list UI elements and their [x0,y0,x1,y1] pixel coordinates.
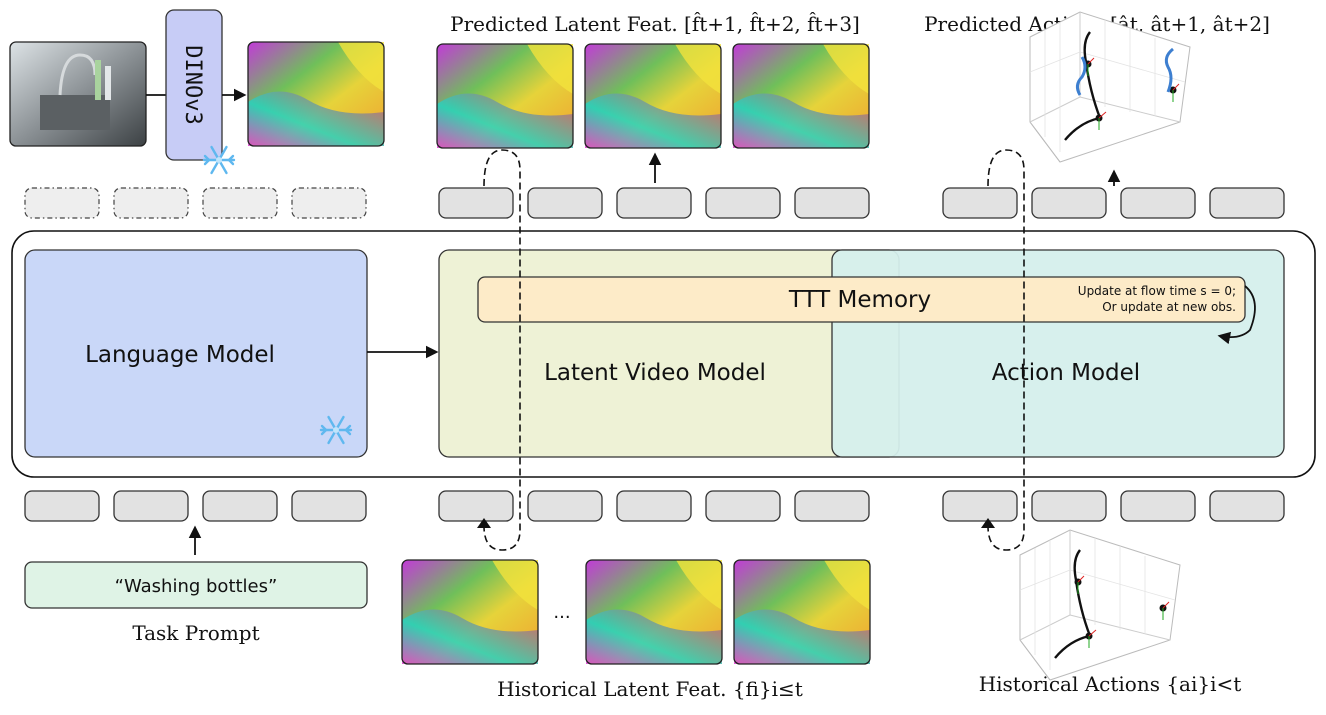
ellipsis: ... [553,602,570,623]
predicted-trajectory [1164,47,1174,93]
language-model-label: Language Model [85,342,275,368]
predicted-feature-map [732,43,870,149]
historical-feature-map [733,559,871,665]
dashed-loop-arrow [483,149,521,551]
dino-label: DINOv3 [180,45,205,124]
dashed-loop-arrow [987,149,1025,551]
historical-actions-caption: Historical Actions {ai}i<t [979,672,1242,696]
latent-video-model-label: Latent Video Model [544,360,766,386]
predicted-feature-map [436,43,574,149]
upper-action-token-row [942,187,1285,219]
task-prompt-box: “Washing bottles” [24,561,368,609]
predicted-feature-map [584,43,722,149]
ttt-memory-label: TTT Memory [788,287,931,313]
dashed-token-row [24,187,367,219]
update-rule-line1: Update at flow time s = 0; [1078,284,1236,298]
task-prompt-caption: Task Prompt [132,621,259,645]
historical-feature-map [401,559,539,665]
lower-language-token-row [24,490,367,522]
model-container [11,230,1316,478]
memory-update-loop-arrow [1217,285,1256,345]
update-rule-line2: Or update at new obs. [1102,300,1236,314]
historical-actions-plot [1018,528,1182,682]
language-model-block: Language Model [24,249,368,458]
ttt-memory-block: TTT Memory Update at flow time s = 0; Or… [477,276,1246,323]
input-image [9,41,147,147]
lower-action-token-row [942,490,1285,522]
lower-video-token-row [438,490,870,522]
dino-feature-map [247,41,385,147]
prompt-text: “Washing bottles” [115,576,278,597]
dino-encoder: DINOv3 [165,9,223,161]
historical-feature-map [585,559,723,665]
historical-latent-caption: Historical Latent Feat. {fi}i≤t [497,677,803,701]
action-model-label: Action Model [992,360,1140,386]
predicted-trajectory [1075,56,1087,96]
upper-video-token-row [438,187,870,219]
predicted-latent-caption: Predicted Latent Feat. [f̂t+1, f̂t+2, f̂… [450,12,860,36]
